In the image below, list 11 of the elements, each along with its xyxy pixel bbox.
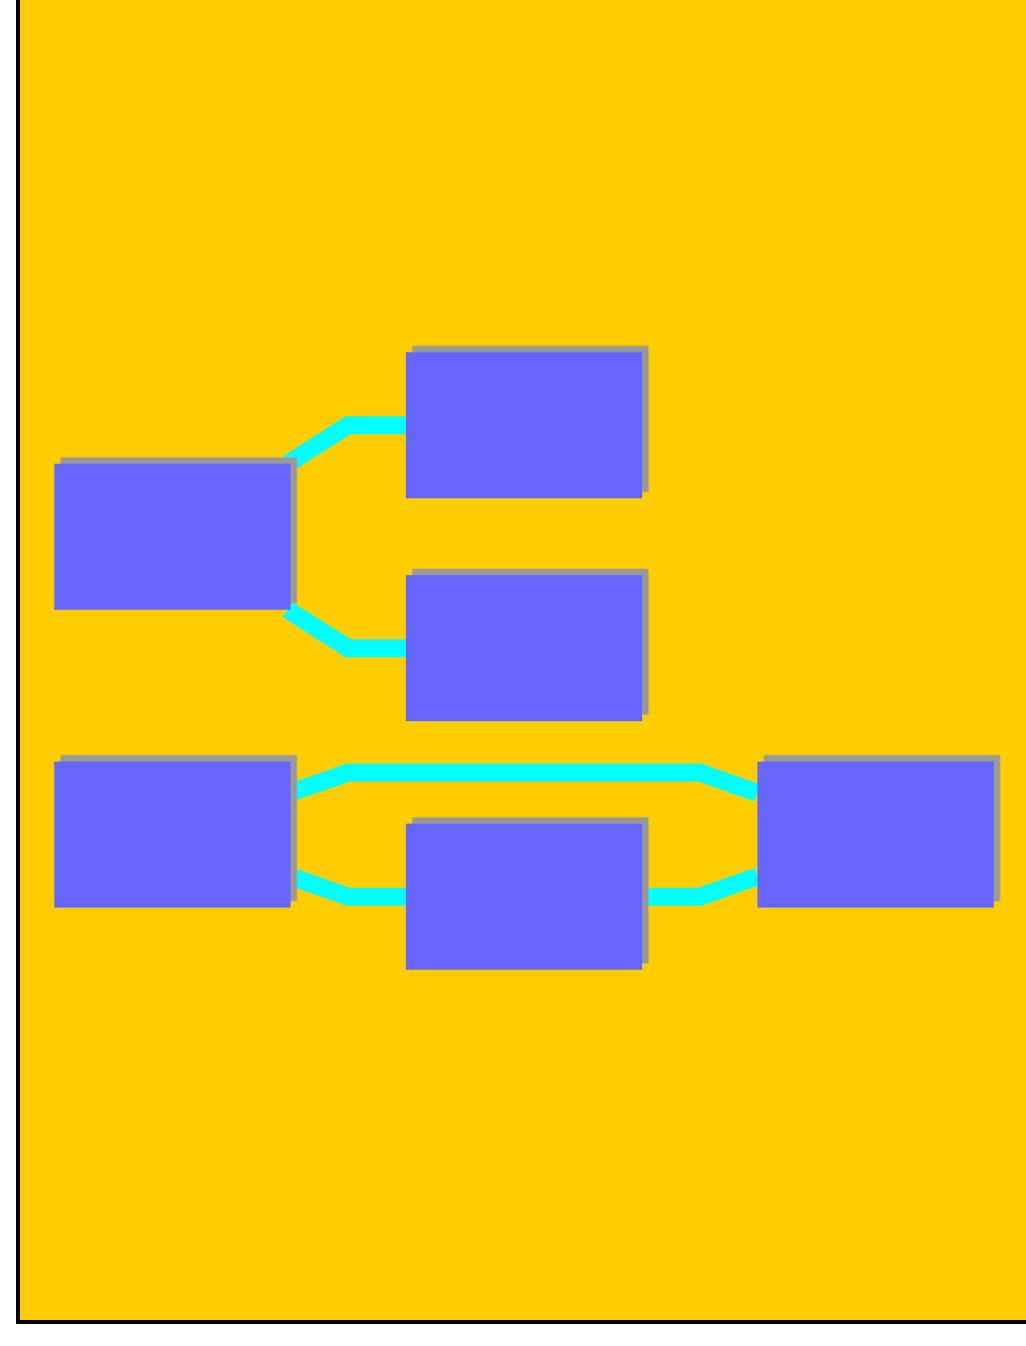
connector-line (281, 415, 405, 471)
connector-line (641, 866, 760, 905)
process-box (404, 574, 642, 721)
process-box (756, 760, 993, 907)
connector-line (281, 601, 405, 657)
process-box (404, 822, 642, 969)
connector-line (286, 762, 760, 801)
process-box (53, 760, 290, 907)
process-box (404, 351, 642, 498)
connector-line (286, 866, 405, 905)
process-box (53, 462, 290, 609)
